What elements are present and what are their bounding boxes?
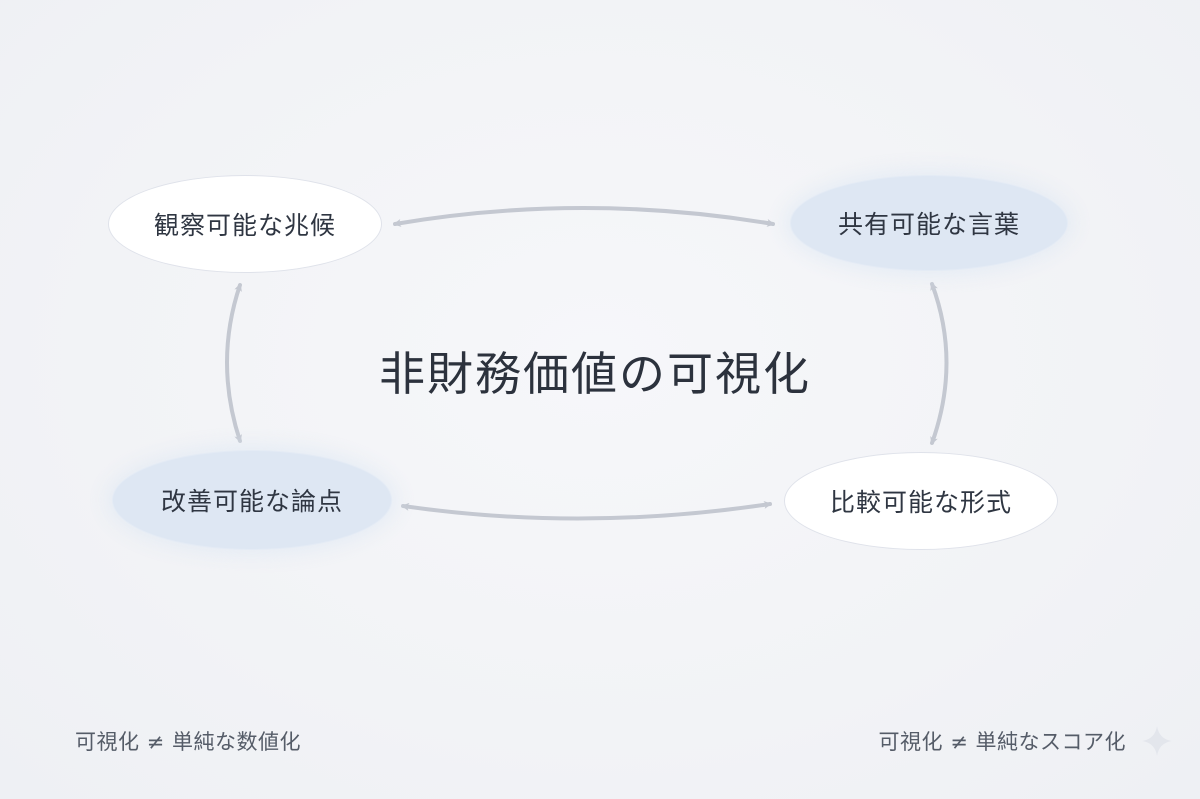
arrow-top-icon	[393, 206, 775, 227]
arrow-left-icon	[225, 283, 242, 443]
footnote-left: 可視化 ≠ 単純な数値化	[75, 730, 301, 754]
sparkle-icon	[1142, 726, 1172, 756]
arrow-right-icon	[930, 282, 949, 445]
node-shareable-words: 共有可能な言葉	[790, 175, 1068, 271]
node-label: 観察可能な兆候	[153, 211, 336, 240]
node-improvable-issues: 改善可能な論点	[112, 450, 392, 550]
arrow-bottom-icon	[401, 500, 772, 521]
node-label: 改善可能な論点	[160, 487, 343, 516]
node-label: 共有可能な言葉	[837, 210, 1020, 239]
footnote-right: 可視化 ≠ 単純なスコア化	[878, 730, 1126, 754]
node-observable-signs: 観察可能な兆候	[108, 175, 382, 273]
diagram-title: 非財務価値の可視化	[379, 347, 811, 401]
node-comparable-format: 比較可能な形式	[784, 452, 1058, 550]
node-label: 比較可能な形式	[829, 488, 1012, 517]
